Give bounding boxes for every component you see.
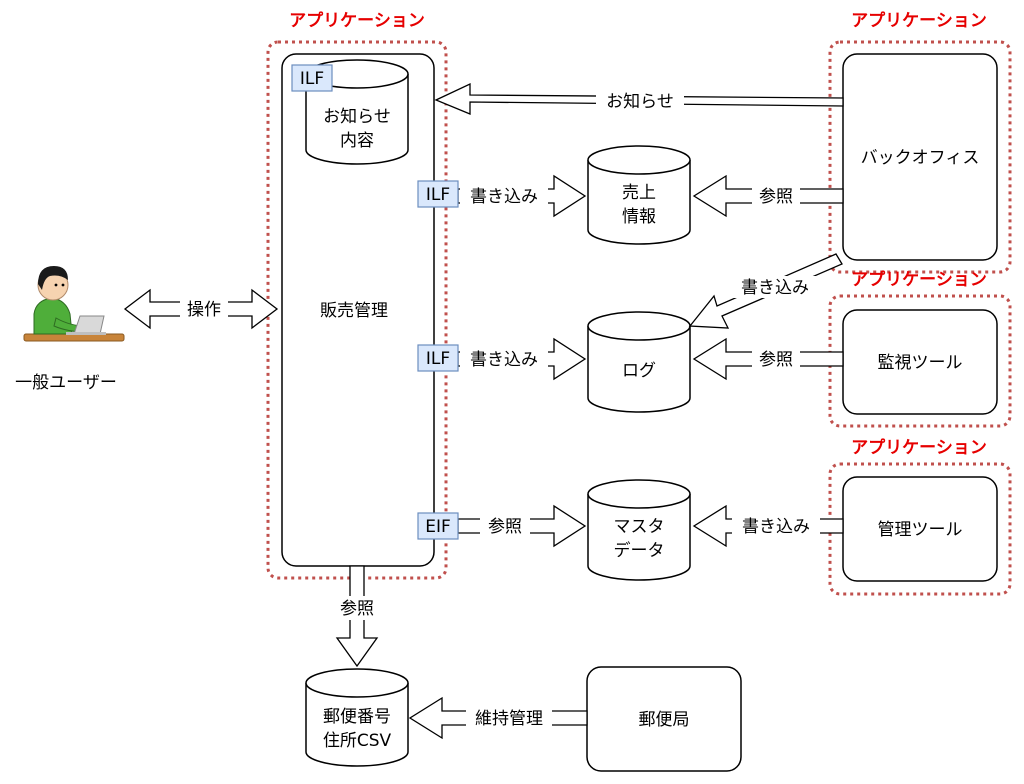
svg-text:ILF: ILF (426, 185, 450, 205)
badge-ilf-uriage: ILF (417, 180, 459, 208)
csv-line2: 住所CSV (323, 731, 392, 751)
kakikomi-master-label: 書き込み (742, 517, 810, 537)
sousa-label: 操作 (187, 300, 221, 320)
oshirase-arrow-label: お知らせ (606, 92, 674, 112)
yubinkyoku-label: 郵便局 (639, 710, 690, 730)
sansho-csv-label: 参照 (340, 599, 374, 619)
app-title-main: アプリケーション (289, 10, 425, 31)
csv-line1: 郵便番号 (323, 707, 391, 727)
arrow-sansho-master: 参照 (457, 504, 587, 548)
arrow-kakikomi-uriage: 書き込み (457, 174, 587, 218)
node-kanri-tool: 管理ツール (842, 476, 998, 582)
app-boundary-backoffice: アプリケーション (828, 10, 1012, 274)
node-hanbai-kanri: 販売管理 (281, 53, 435, 567)
arrow-kakikomi-log: 書き込み (457, 337, 587, 381)
arrow-sansho-log: 参照 (692, 337, 844, 381)
arrow-sansho-uriage: 参照 (692, 174, 844, 218)
node-hanbai-label: 販売管理 (320, 301, 388, 321)
node-backoffice: バックオフィス (842, 53, 998, 261)
node-kanshi-tool: 監視ツール (842, 309, 998, 415)
backoffice-label: バックオフィス (861, 148, 980, 168)
badge-ilf-oshirase: ILF (291, 64, 333, 92)
badge-eif-master: EIF (417, 512, 459, 540)
oshirase-line2: 内容 (340, 131, 374, 151)
kakikomi-backoffice-log-label: 書き込み (741, 278, 809, 298)
datastore-yubin-csv: 郵便番号 住所CSV (305, 668, 409, 767)
arrow-sansho-csv: 参照 (333, 565, 381, 668)
log-label: ログ (622, 361, 656, 381)
iji-kanri-label: 維持管理 (475, 709, 543, 729)
arrow-sousa: 操作 (123, 288, 279, 330)
arrow-oshirase: お知らせ (434, 82, 844, 115)
app-title-kanshi: アプリケーション (851, 269, 987, 290)
app-boundary-kanri: アプリケーション (828, 437, 1012, 596)
datastore-uriage-jouhou: 売上 情報 (587, 145, 691, 245)
kanri-label: 管理ツール (878, 520, 963, 540)
kakikomi-log-label: 書き込み (470, 350, 538, 370)
sansho-master-label: 参照 (488, 517, 522, 537)
svg-text:ILF: ILF (300, 69, 324, 89)
svg-text:ILF: ILF (426, 349, 450, 369)
badge-ilf-log: ILF (417, 344, 459, 372)
arrow-iji-kanri: 維持管理 (408, 696, 588, 740)
master-line2: データ (614, 540, 665, 561)
node-yubinkyoku: 郵便局 (586, 666, 742, 772)
datastore-log: ログ (587, 311, 691, 413)
user-person-icon (23, 266, 125, 342)
app-title-backoffice: アプリケーション (851, 10, 987, 31)
arrow-kakikomi-master: 書き込み (692, 504, 844, 548)
app-title-kanri: アプリケーション (851, 437, 987, 458)
app-boundary-kanshi: アプリケーション (828, 269, 1012, 428)
uriage-line1: 売上 (622, 183, 656, 203)
svg-text:EIF: EIF (425, 517, 451, 537)
sansho-uriage-label: 参照 (759, 187, 793, 207)
datastore-master-data: マスタ データ (587, 479, 691, 581)
uriage-line2: 情報 (622, 207, 656, 227)
arrow-kakikomi-backoffice-log: 書き込み (688, 253, 843, 329)
datastore-oshirase-naiyou: お知らせ 内容 (305, 59, 409, 165)
kakikomi-uriage-label: 書き込み (470, 187, 538, 207)
sansho-log-label: 参照 (759, 350, 793, 370)
master-line1: マスタ (614, 517, 665, 537)
kanshi-label: 監視ツール (878, 353, 963, 373)
user-label: 一般ユーザー (15, 373, 117, 393)
oshirase-line1: お知らせ (323, 107, 391, 127)
